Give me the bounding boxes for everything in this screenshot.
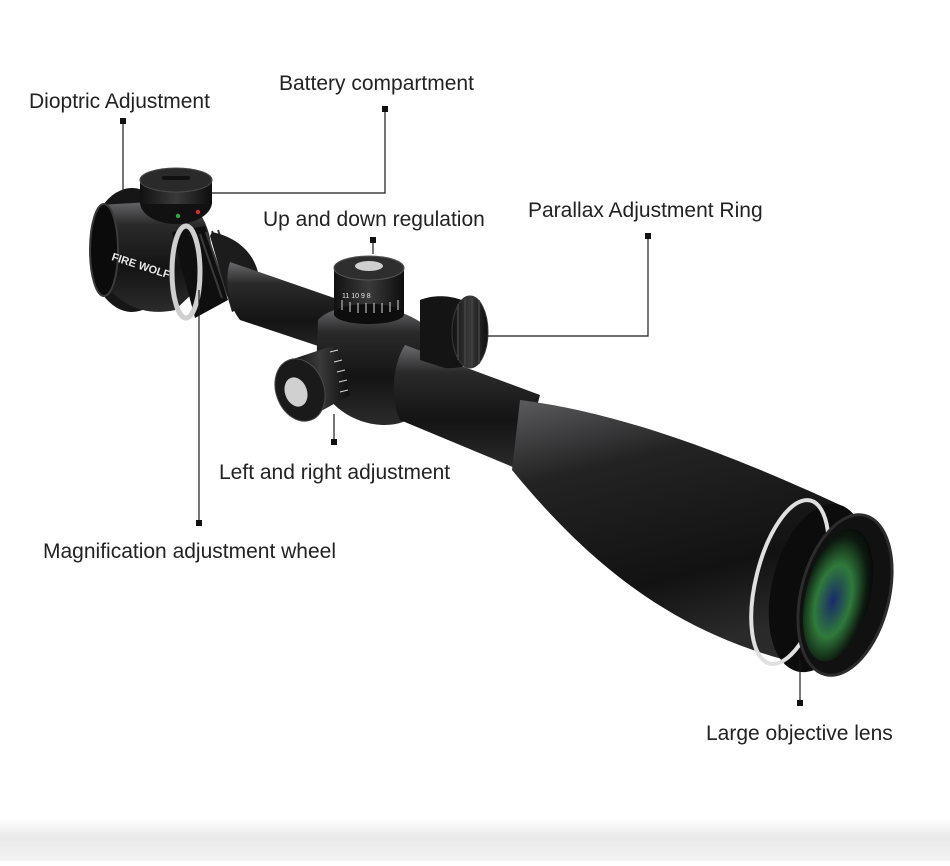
marker-up-down <box>370 237 376 243</box>
bottom-shadow-band <box>0 818 950 861</box>
windage-turret[interactable] <box>267 345 350 428</box>
ocular-rim <box>89 203 119 297</box>
label-battery-compartment: Battery compartment <box>279 72 474 95</box>
callout-leaders <box>120 106 803 706</box>
illumination-dial[interactable] <box>139 167 213 224</box>
marker-parallax <box>645 233 651 239</box>
parallax-knob[interactable] <box>420 295 489 369</box>
leader-parallax <box>484 236 649 337</box>
marker-dioptric <box>120 118 126 124</box>
marker-left-right <box>331 439 337 445</box>
label-left-right-adjustment: Left and right adjustment <box>219 461 450 484</box>
marker-objective <box>797 700 803 706</box>
marker-battery <box>382 106 388 112</box>
leader-battery <box>210 110 386 194</box>
rifle-scope: FIRE WOLF <box>89 167 894 677</box>
main-tube-front <box>393 345 540 470</box>
objective-bell <box>512 400 840 665</box>
objective-lens-assembly <box>749 498 894 677</box>
label-up-down-regulation: Up and down regulation <box>263 208 485 231</box>
callout-labels: Dioptric Adjustment Battery compartment … <box>29 72 893 745</box>
label-objective-lens: Large objective lens <box>706 722 893 745</box>
elevation-turret[interactable]: 11 10 9 8 <box>333 255 405 324</box>
elevation-turret-marks: 11 10 9 8 <box>342 293 371 300</box>
label-dioptric-adjustment: Dioptric Adjustment <box>29 90 210 113</box>
marker-magnification <box>196 520 202 526</box>
label-magnification-wheel: Magnification adjustment wheel <box>43 540 336 563</box>
objective-lens-glass <box>802 528 874 662</box>
label-parallax-ring: Parallax Adjustment Ring <box>528 199 763 222</box>
